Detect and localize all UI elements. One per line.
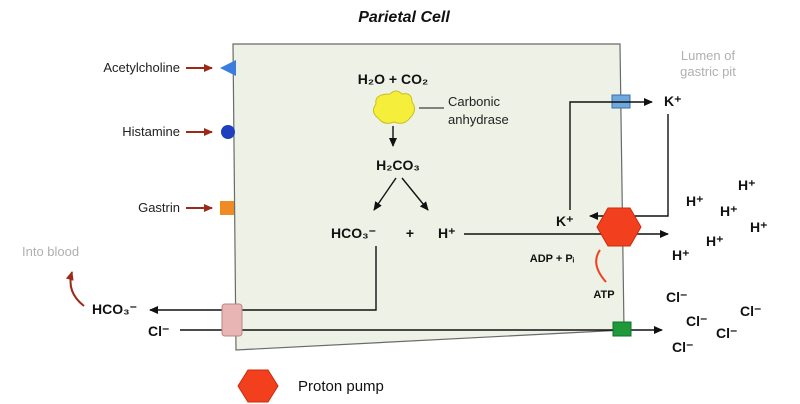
into-blood-label: Into blood	[22, 244, 79, 259]
lumen-cl-ion: Cl⁻	[672, 339, 693, 355]
lumen-h-ion: H⁺	[720, 203, 738, 219]
into-blood-arrow	[65, 271, 85, 307]
carbonic-acid-label: H₂CO₃	[376, 157, 420, 173]
lumen-h-ion: H⁺	[738, 177, 756, 193]
bicarbonate-chloride-exchanger	[221, 303, 243, 337]
adp-label: ADP + Pᵢ	[530, 253, 575, 265]
lumen-cl-ion: Cl⁻	[716, 325, 737, 341]
legend-proton-pump-icon	[237, 369, 279, 403]
lumen-h-ion: H⁺	[672, 247, 690, 263]
enzyme-label-line2: anhydrase	[448, 112, 509, 127]
reaction-arrow-left	[373, 177, 397, 211]
proton-label: H⁺	[438, 225, 456, 241]
acetylcholine-label: Acetylcholine	[103, 60, 180, 75]
chloride-channel	[612, 321, 632, 337]
parietal-cell-body	[232, 43, 625, 351]
lumen-label-line1: Lumen of	[681, 48, 736, 63]
blood-chloride-label: Cl⁻	[148, 323, 169, 339]
potassium-efflux-arrow	[569, 98, 653, 210]
potassium-lumen-label: K⁺	[664, 93, 682, 109]
gastrin-label: Gastrin	[138, 200, 180, 215]
reaction-arrow-right	[401, 177, 429, 211]
legend-proton-pump-label: Proton pump	[298, 378, 384, 395]
lumen-h-ion: H⁺	[706, 233, 724, 249]
bicarbonate-label: HCO₃⁻	[331, 225, 376, 241]
enzyme-label-line1: Carbonic	[448, 94, 501, 109]
atp-hydrolysis-arc	[595, 249, 607, 283]
potassium-cell-label: K⁺	[556, 213, 574, 229]
lumen-cl-ion: Cl⁻	[666, 289, 687, 305]
plus-label: +	[406, 225, 414, 241]
diagram-title: Parietal Cell	[358, 9, 450, 26]
lumen-h-ion: H⁺	[686, 193, 704, 209]
carbonic-anhydrase-enzyme-icon	[372, 90, 416, 124]
lumen-cl-ion: Cl⁻	[686, 313, 707, 329]
reactants-label: H₂O + CO₂	[358, 71, 428, 87]
proton-pump-icon	[596, 207, 642, 247]
gastrin-receptor	[220, 201, 234, 215]
histamine-receptor	[221, 125, 235, 139]
lumen-cl-ion: Cl⁻	[740, 303, 761, 319]
acetylcholine-receptor	[220, 60, 236, 76]
atp-label: ATP	[593, 289, 614, 301]
blood-bicarbonate-label: HCO₃⁻	[92, 301, 137, 317]
lumen-h-ion: H⁺	[750, 219, 768, 235]
histamine-label: Histamine	[122, 124, 180, 139]
lumen-label-line2: gastric pit	[680, 64, 736, 79]
